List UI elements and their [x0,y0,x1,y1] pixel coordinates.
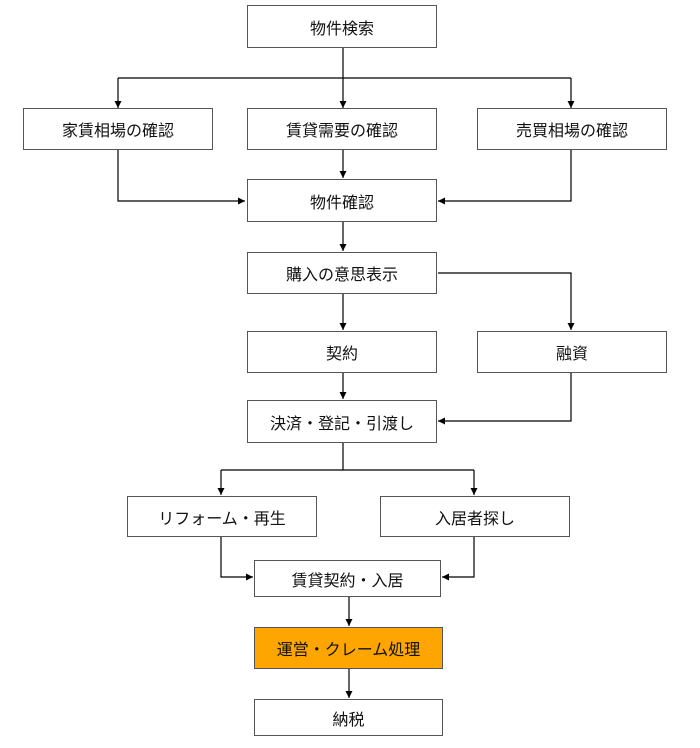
node-label: 入居者探し [434,508,515,528]
node-property-search: 物件検索 [247,5,437,48]
node-purchase-intent: 購入の意思表示 [247,252,437,294]
node-label: 賃貸契約・入居 [291,570,404,590]
node-tax-payment: 納税 [254,699,443,736]
node-settlement: 決済・登記・引渡し [247,400,437,443]
edge-rent-market-to-property-check [117,150,245,205]
node-label: 物件検索 [309,18,374,38]
node-label: 購入の意思表示 [285,265,398,284]
node-label: 納税 [332,709,365,729]
node-label: 決済・登記・引渡し [269,413,414,433]
node-property-check: 物件確認 [247,179,437,222]
node-sale-market-check: 売買相場の確認 [477,108,667,150]
node-financing: 融資 [477,331,667,373]
node-label: 家賃相場の確認 [61,121,174,140]
node-contract: 契約 [247,331,437,373]
node-label: 運営・クレーム処理 [276,640,421,659]
node-label: 契約 [325,344,358,363]
node-rent-market-check: 家賃相場の確認 [23,108,213,150]
edge-purchase-intent-to-financing [438,272,575,330]
node-label: 売買相場の確認 [515,121,628,140]
edge-settlement-split [221,443,474,471]
node-lease-move-in: 賃貸契約・入居 [254,560,441,597]
node-label: 賃貸需要の確認 [285,121,398,140]
node-tenant-search: 入居者探し [380,496,570,537]
node-reform: リフォーム・再生 [127,496,317,537]
edge-sale-market-to-property-check [438,150,572,205]
node-label: 物件確認 [309,192,374,212]
node-label: 融資 [555,344,588,363]
node-label: リフォーム・再生 [158,508,286,528]
node-operation-claims: 運営・クレーム処理 [254,627,443,669]
node-rental-demand-check: 賃貸需要の確認 [247,108,437,150]
edge-reform-to-lease [220,537,253,581]
edge-financing-to-settlement [438,373,572,425]
edge-tenant-search-to-lease [442,537,475,581]
